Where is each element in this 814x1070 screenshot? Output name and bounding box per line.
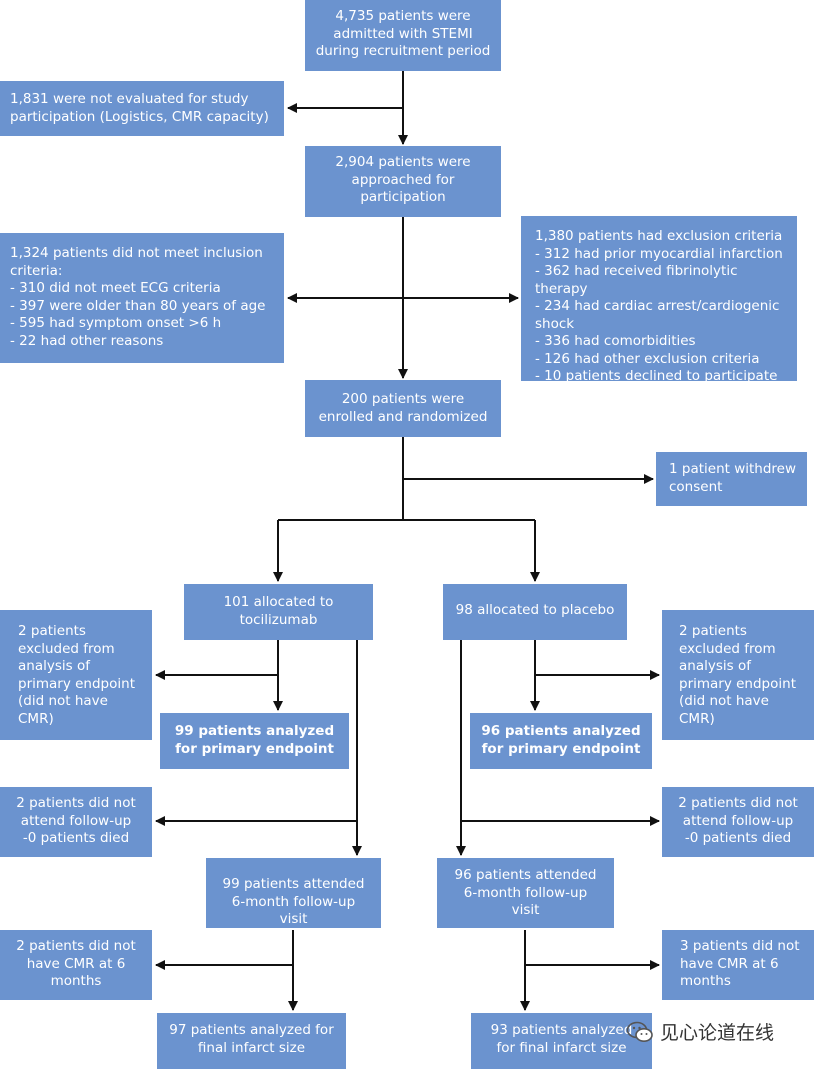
primary-analysis-left-box: 99 patients analyzed for primary endpoin… [160,713,349,769]
followup-right-box: 96 patients attended 6-month follow-up v… [437,858,614,928]
followup-missed-right-box: 2 patients did not attend follow-up -0 p… [662,787,814,857]
enrolled-box: 200 patients were enrolled and randomize… [305,380,501,437]
inclusion-criteria-box: 1,324 patients did not meet inclusion cr… [0,233,284,363]
primary-analysis-right-box: 96 patients analyzed for primary endpoin… [470,713,652,769]
final-infarct-left-box: 97 patients analyzed for final infarct s… [157,1013,346,1069]
wechat-icon [626,1021,653,1042]
watermark: 见心论道在线 [626,1018,774,1045]
tocilizumab-arm-box: 101 allocated to tocilizumab [184,584,373,640]
cmr-missed-right-box: 3 patients did not have CMR at 6 months [662,930,814,1000]
excluded-right-box: 2 patients excluded from analysis of pri… [662,610,814,740]
excluded-left-box: 2 patients excluded from analysis of pri… [0,610,152,740]
placebo-arm-box: 98 allocated to placebo [443,584,627,640]
followup-left-box: 99 patients attended 6-month follow-up v… [206,858,381,928]
cmr-missed-left-box: 2 patients did not have CMR at 6 months [0,930,152,1000]
exclusion-criteria-box: 1,380 patients had exclusion criteria - … [521,216,797,384]
not-evaluated-box: 1,831 were not evaluated for study parti… [0,81,284,136]
admitted-box: 4,735 patients were admitted with STEMI … [305,0,501,71]
followup-missed-left-box: 2 patients did not attend follow-up -0 p… [0,787,152,857]
approached-box: 2,904 patients were approached for parti… [305,146,501,217]
watermark-text: 见心论道在线 [660,1022,775,1044]
final-infarct-right-box: 93 patients analyzed for final infarct s… [471,1013,652,1069]
withdrew-box: 1 patient withdrew consent [656,452,807,506]
